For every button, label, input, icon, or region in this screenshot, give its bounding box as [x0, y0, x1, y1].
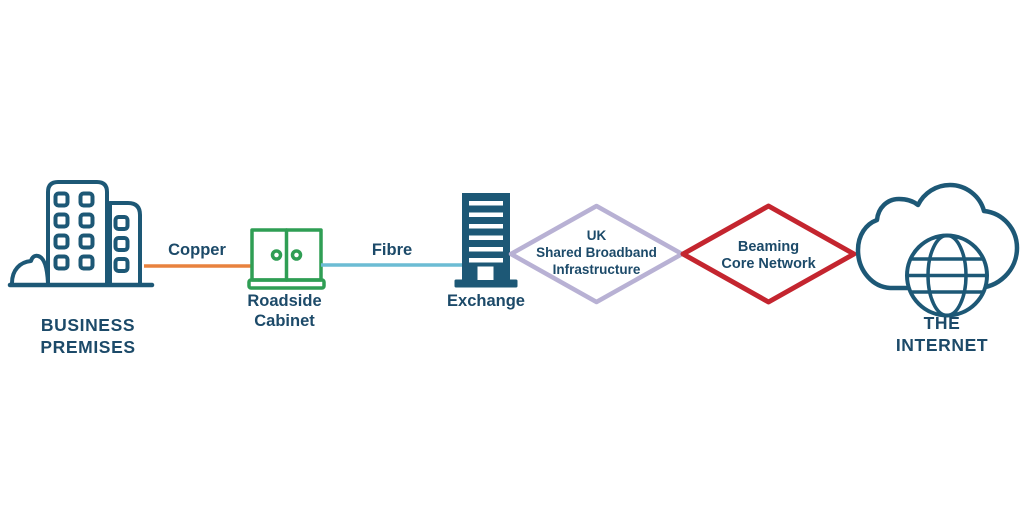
exchange-window-stripe	[469, 247, 503, 252]
exchange-window-stripe	[469, 201, 503, 206]
exchange-window-stripe	[469, 224, 503, 229]
exchange-window-stripe	[469, 235, 503, 240]
exchange-icon	[454, 193, 518, 288]
exchange-label: Exchange	[447, 292, 525, 310]
building-window	[113, 236, 130, 252]
exchange-window-stripe	[469, 258, 503, 263]
globe-icon	[905, 233, 989, 318]
copper-label: Copper	[168, 241, 226, 259]
building-main	[46, 180, 109, 287]
roadside-cabinet-icon	[247, 228, 326, 290]
roadside-cabinet-label-line2: Cabinet	[254, 312, 315, 330]
building-window	[53, 212, 70, 229]
exchange-window-stripe	[469, 212, 503, 217]
exchange-door	[477, 266, 494, 280]
building-secondary	[108, 201, 142, 287]
uk-shared-label-line2: Shared Broadband	[536, 245, 657, 260]
exchange-base	[454, 279, 518, 288]
cabinet-knob	[270, 249, 283, 261]
building-window	[78, 191, 95, 208]
business-premises-icon	[7, 180, 155, 288]
internet-cloud-icon	[855, 182, 1020, 318]
building-window	[78, 212, 95, 229]
business-premises-label-line1: BUSINESS	[41, 315, 135, 335]
fibre-label: Fibre	[372, 241, 412, 259]
uk-shared-label-line1: UK	[587, 228, 607, 243]
internet-label-line1: THE	[924, 313, 961, 333]
beaming-label-line1: Beaming	[738, 239, 799, 255]
building-window	[53, 254, 70, 271]
cabinet-knob	[290, 249, 303, 261]
building-window	[78, 254, 95, 271]
cabinet-base	[247, 278, 326, 290]
uk-shared-label-line3: Infrastructure	[553, 262, 641, 277]
bush-icon	[10, 253, 50, 285]
beaming-core-network-diamond	[680, 203, 857, 305]
business-premises-label-line2: PREMISES	[40, 337, 135, 357]
internet-label-line2: INTERNET	[896, 335, 988, 355]
building-window	[113, 257, 130, 273]
building-window	[113, 215, 130, 231]
beaming-label-line2: Core Network	[721, 256, 816, 272]
roadside-cabinet-label-line1: Roadside	[247, 292, 321, 310]
building-window	[53, 191, 70, 208]
building-window	[78, 233, 95, 250]
building-window	[53, 233, 70, 250]
